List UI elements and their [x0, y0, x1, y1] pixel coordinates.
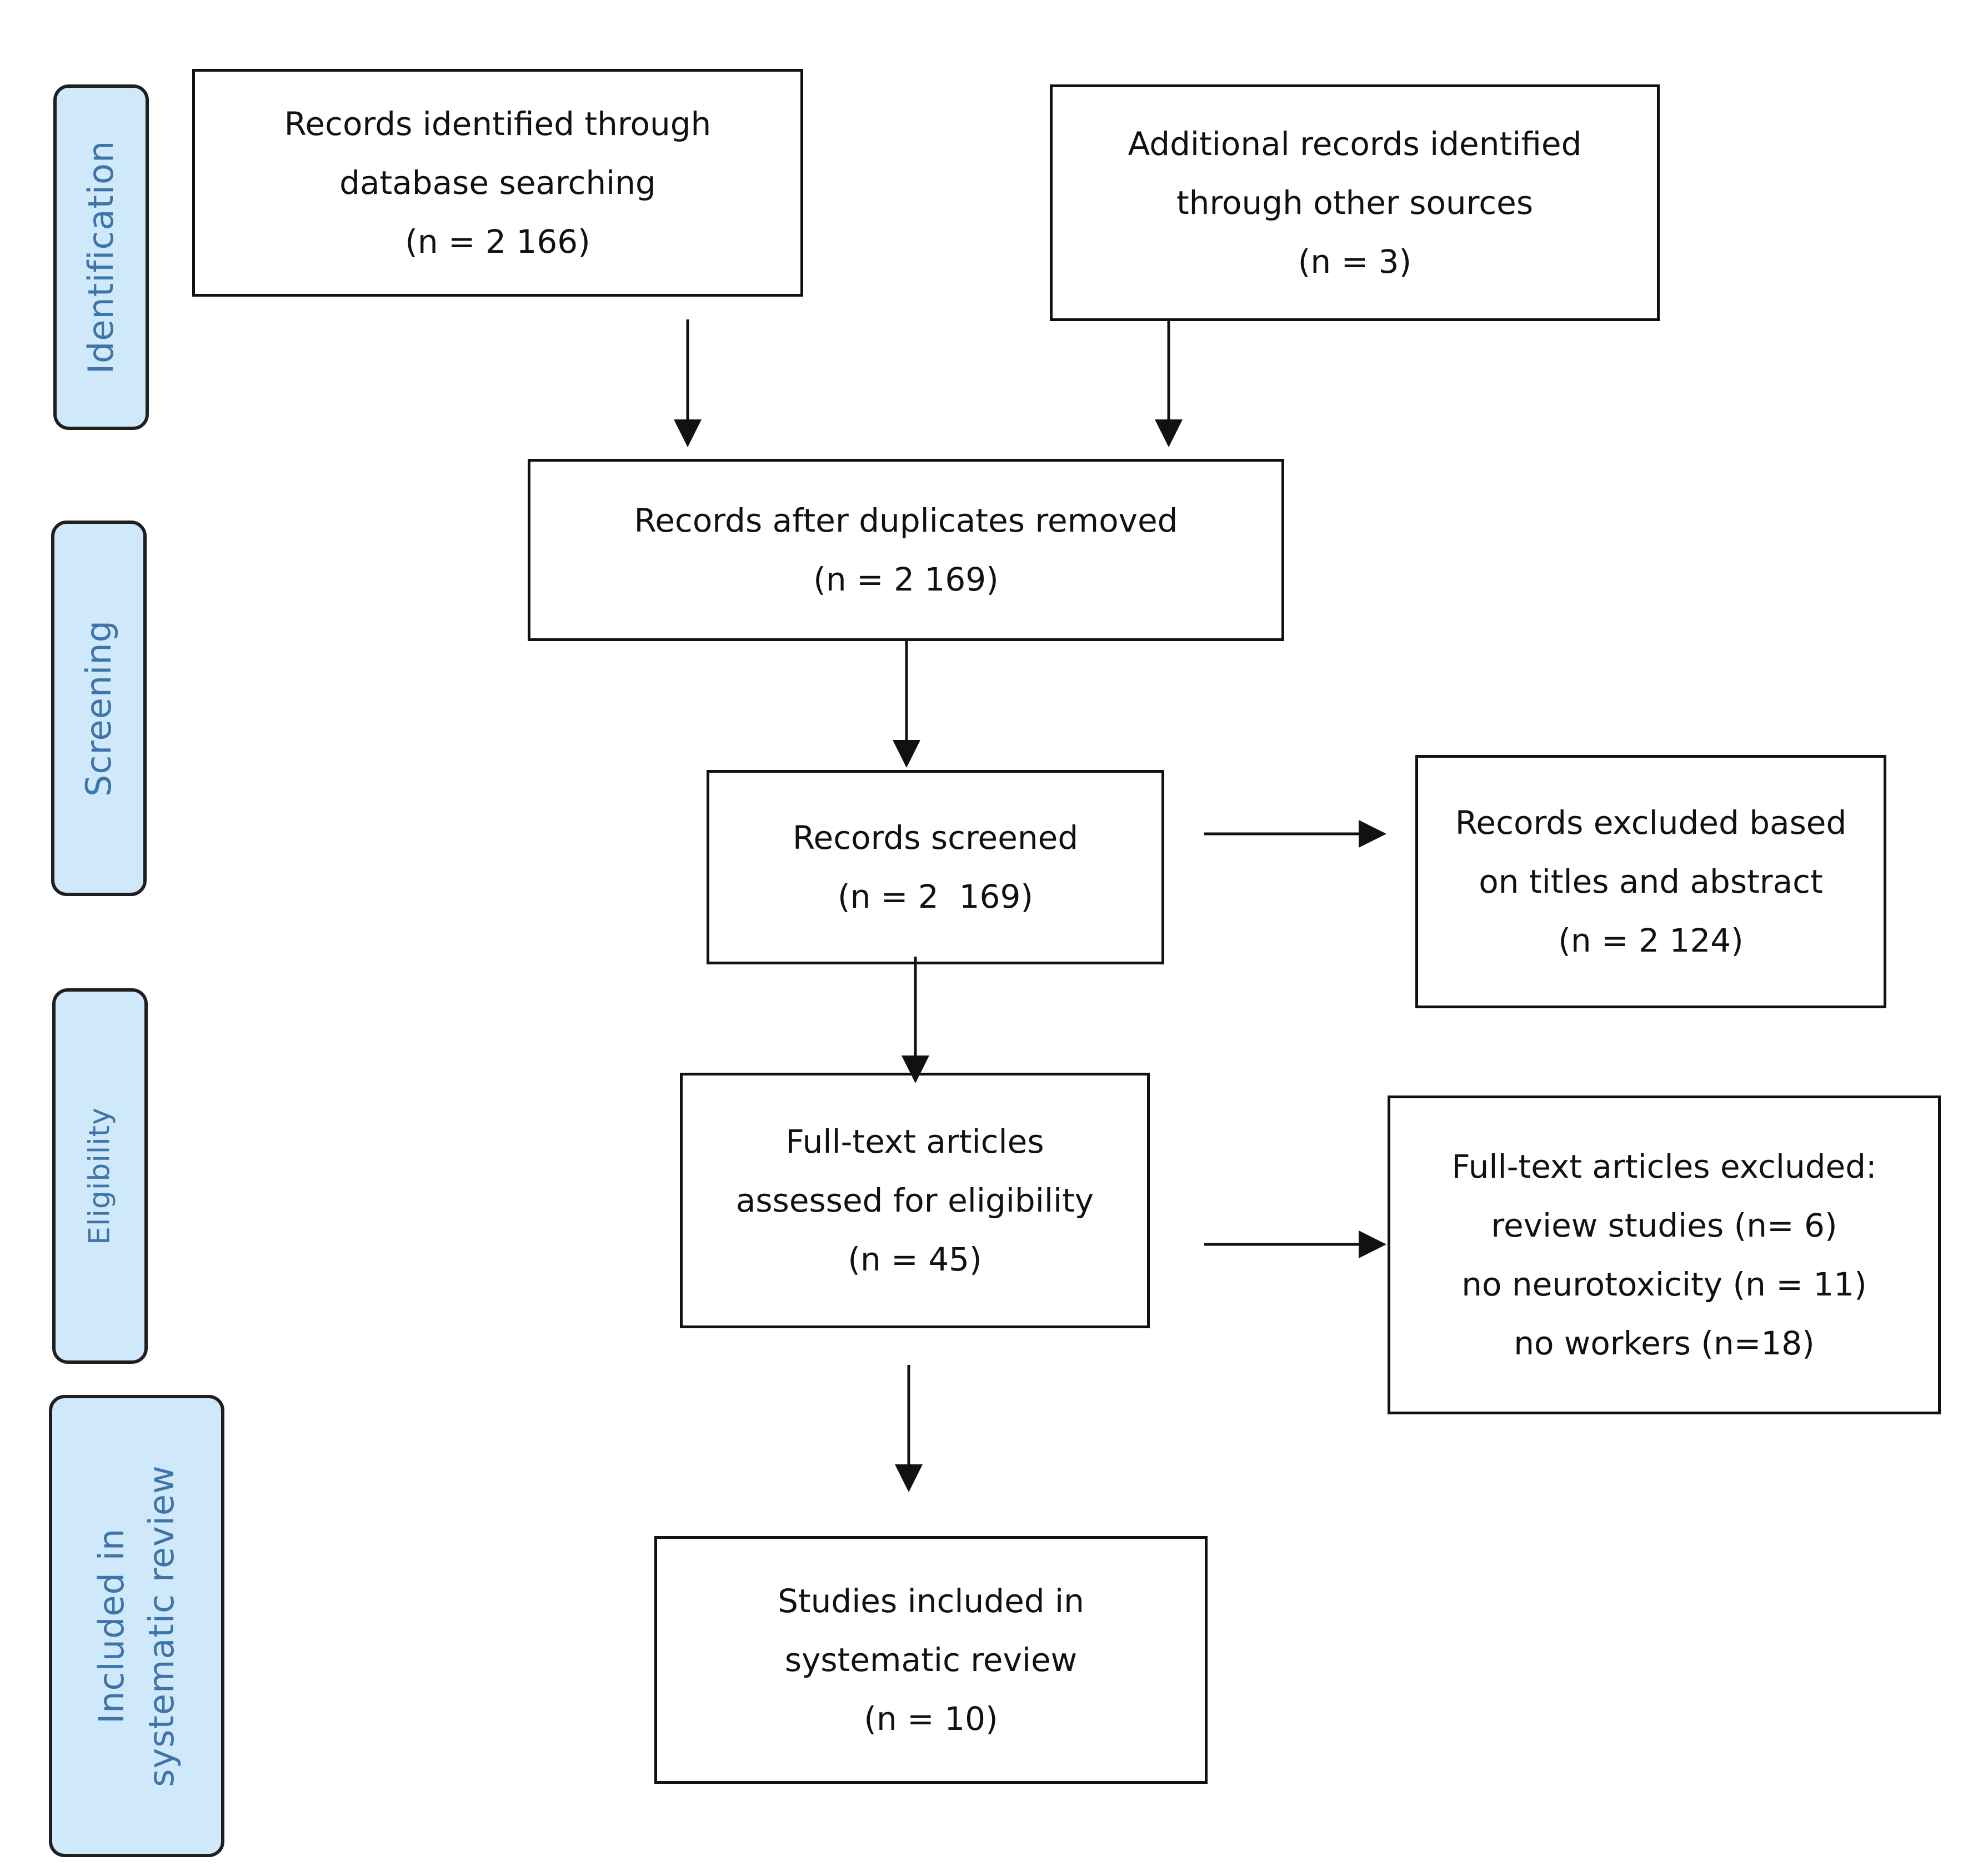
other-records-line-3: (n = 3) — [1298, 243, 1412, 281]
excluded-titles-line-2: on titles and abstract — [1479, 863, 1823, 901]
excluded-titles-box: Records excluded based on titles and abs… — [1415, 755, 1886, 1008]
database-records-line-2: database searching — [339, 164, 656, 202]
after-duplicates-line-2: (n = 2 169) — [813, 561, 999, 598]
full-text-excluded-line-1: Full-text articles excluded: — [1451, 1148, 1877, 1185]
included-studies-line-3: (n = 10) — [864, 1700, 998, 1738]
stage-eligibility: Eligibility — [52, 988, 148, 1364]
full-text-assessed-line-3: (n = 45) — [848, 1240, 982, 1278]
full-text-excluded-line-2: review studies (n= 6) — [1491, 1207, 1837, 1244]
database-records-box: Records identified through database sear… — [192, 69, 803, 297]
after-duplicates-box: Records after duplicates removed (n = 2 … — [528, 459, 1284, 641]
stage-identification: Identification — [53, 84, 149, 430]
excluded-titles-line-3: (n = 2 124) — [1558, 922, 1744, 959]
included-studies-line-2: systematic review — [784, 1641, 1078, 1679]
full-text-assessed-line-1: Full-text articles — [785, 1123, 1044, 1160]
other-records-line-1: Additional records identified — [1128, 125, 1582, 163]
full-text-assessed-line-2: assessed for eligibility — [735, 1182, 1094, 1219]
included-studies-box: Studies included in systematic review (n… — [654, 1536, 1208, 1784]
full-text-excluded-line-3: no neurotoxicity (n = 11) — [1461, 1265, 1867, 1303]
after-duplicates-line-1: Records after duplicates removed — [634, 502, 1178, 539]
full-text-excluded-box: Full-text articles excluded: review stud… — [1388, 1095, 1941, 1414]
screened-line-2: (n = 2 169) — [838, 878, 1033, 916]
other-records-box: Additional records identified through ot… — [1050, 84, 1660, 321]
stage-included: Included in systematic review — [49, 1395, 224, 1857]
database-records-line-1: Records identified through — [284, 105, 712, 143]
screened-box: Records screened (n = 2 169) — [707, 770, 1164, 964]
excluded-titles-line-1: Records excluded based — [1455, 804, 1847, 842]
full-text-assessed-box: Full-text articles assessed for eligibil… — [680, 1073, 1150, 1328]
other-records-line-2: through other sources — [1176, 184, 1534, 222]
full-text-excluded-line-4: no workers (n=18) — [1514, 1324, 1815, 1362]
included-studies-line-1: Studies included in — [778, 1582, 1084, 1620]
database-records-line-3: (n = 2 166) — [405, 223, 590, 261]
stage-screening: Screening — [51, 521, 147, 896]
screened-line-1: Records screened — [792, 819, 1079, 857]
